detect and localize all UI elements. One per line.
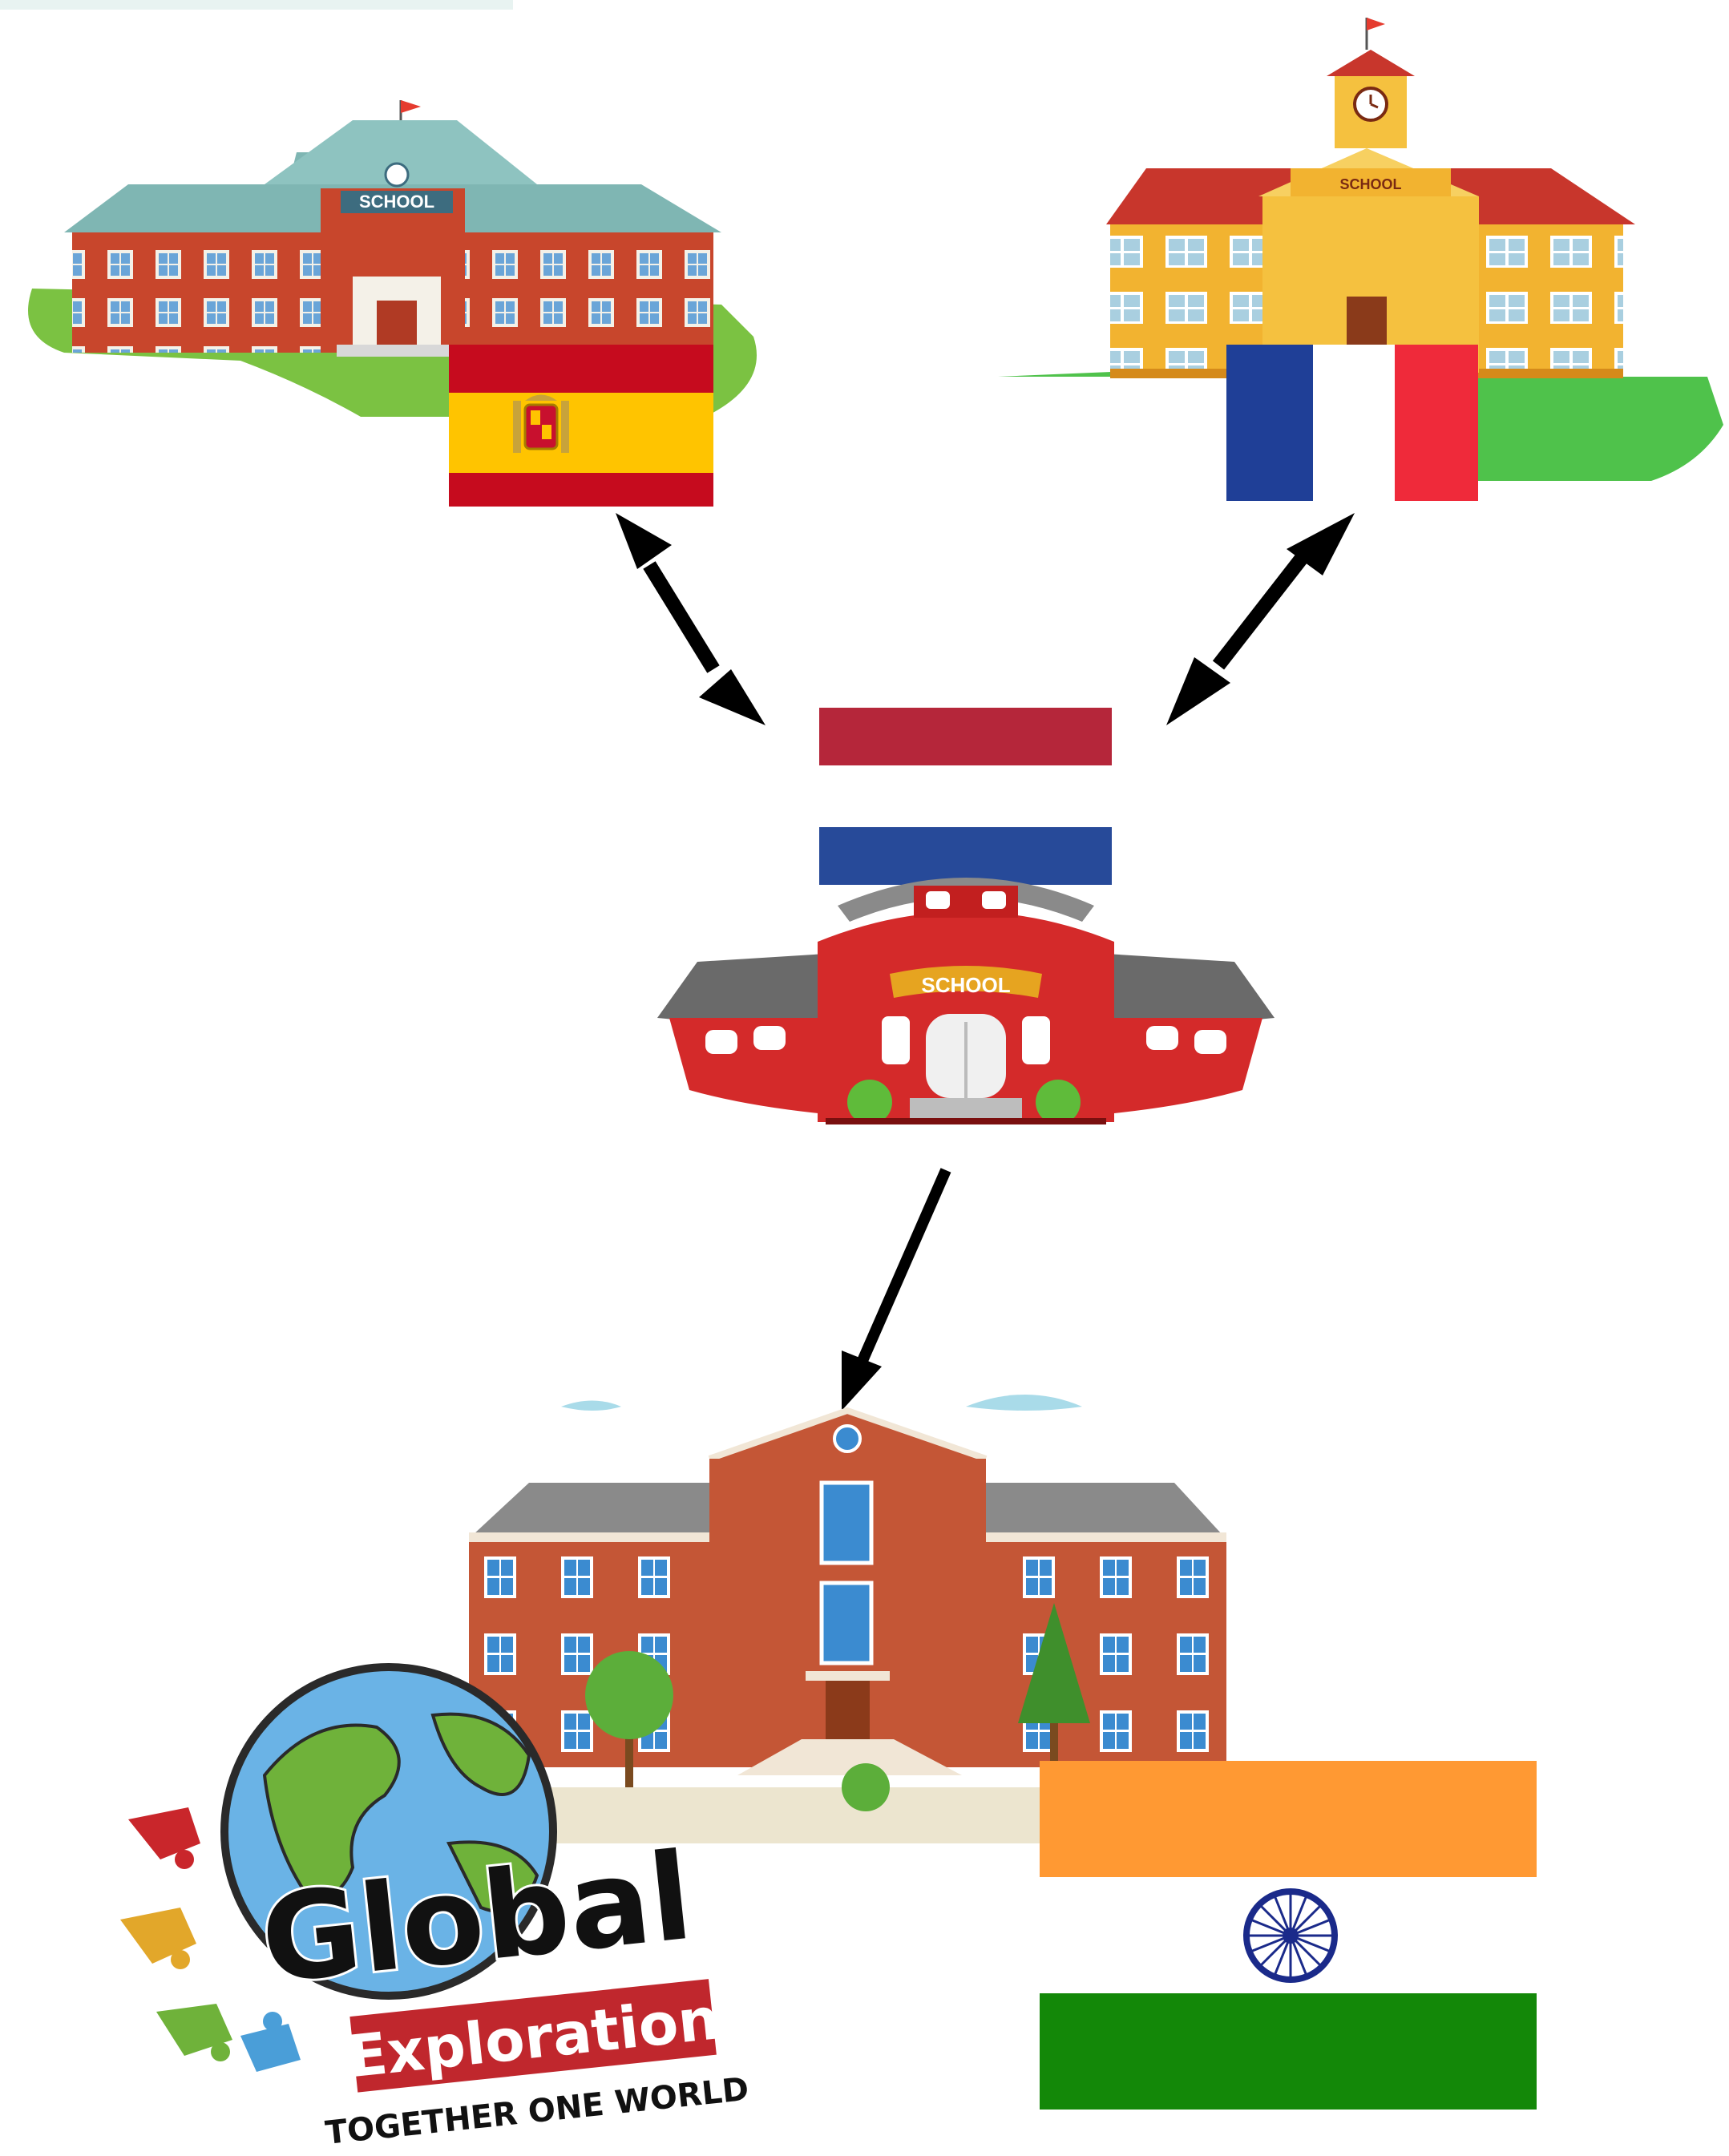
nl-school-sign: SCHOOL — [921, 973, 1010, 997]
spain-school-center-roof — [265, 120, 537, 184]
children-figures-icon — [120, 1807, 301, 2072]
india-school-tree-left — [585, 1651, 673, 1791]
india-school-tree-right — [1018, 1603, 1090, 1791]
nl-school-bush-left — [847, 1080, 892, 1124]
nl-school-left-wing — [669, 1018, 826, 1114]
india-school-hedge — [842, 1763, 890, 1811]
spain-school-clock-icon — [384, 162, 410, 188]
france-flag — [1226, 345, 1478, 501]
ashoka-chakra-icon — [1243, 1888, 1338, 1983]
france-school: SCHOOL — [998, 18, 1723, 501]
spain-coat-of-arms-icon — [513, 394, 569, 453]
nl-school-right-roof — [1106, 954, 1275, 1034]
spain-school-sign-board — [341, 191, 453, 213]
india-school-left-roof — [473, 1483, 713, 1535]
india-school — [469, 1395, 1226, 1843]
spain-flag — [449, 345, 713, 507]
spain-school: SCHOOL — [28, 100, 757, 507]
france-school-flag-icon — [1367, 18, 1385, 30]
nl-school-sign-board — [890, 966, 1042, 998]
france-school-door — [1347, 297, 1387, 353]
nl-school-left-roof — [657, 954, 826, 1034]
logo-banner — [349, 1979, 717, 2093]
india-flag — [1040, 1761, 1537, 2110]
cloud-right-icon — [966, 1395, 1082, 1411]
india-school-ground — [513, 1787, 1122, 1843]
cloud-left-icon — [561, 1400, 621, 1411]
arrow-france-netherlands — [1166, 513, 1355, 725]
globe-icon — [220, 1663, 557, 2000]
spain-school-sign: SCHOOL — [359, 192, 434, 212]
arrow-spain-netherlands — [616, 513, 766, 725]
nl-school-right-wing — [1106, 1018, 1262, 1114]
netherlands-school: SCHOOL — [657, 878, 1275, 1124]
france-school-sign: SCHOOL — [1339, 176, 1401, 192]
nl-school-bush-right — [1036, 1080, 1081, 1124]
netherlands-flag — [819, 708, 1112, 885]
india-school-steps — [737, 1739, 962, 1775]
india-school-round-window — [833, 1424, 862, 1453]
spain-school-flag-icon — [401, 100, 421, 113]
top-edge-bar — [0, 0, 513, 10]
arrow-netherlands-india — [842, 1168, 951, 1411]
spain-school-door — [377, 301, 417, 353]
india-school-right-roof — [986, 1483, 1222, 1535]
